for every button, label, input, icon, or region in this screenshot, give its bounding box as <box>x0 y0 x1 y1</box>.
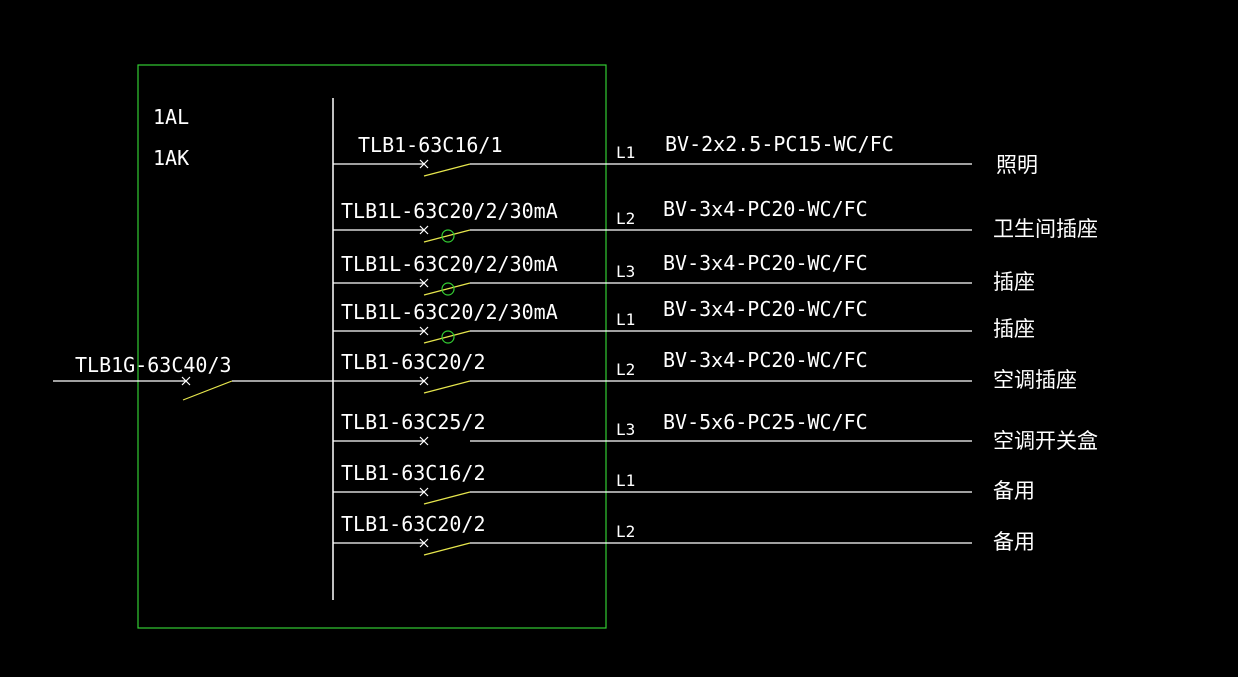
circuit-row: TLB1L-63C20/2/30mA L2 BV-3x4-PC20-WC/FC 卫生间… <box>333 197 1098 243</box>
circuit-breaker-label: TLB1-63C16/2 <box>341 461 486 485</box>
breaker-blade <box>423 542 471 556</box>
breaker-contact-mark <box>419 326 429 336</box>
circuit-load-name: 插座 <box>993 317 1035 341</box>
circuit-load-name: 空调开关盒 <box>993 429 1098 453</box>
circuit-phase-label: L1 <box>616 143 635 162</box>
rcd-indicator-icon <box>441 330 455 344</box>
circuit-breaker-label: TLB1-63C16/1 <box>358 133 503 157</box>
main-breaker: TLB1G-63C40/3 <box>53 353 333 401</box>
circuit-phase-label: L3 <box>616 420 635 439</box>
panel-enclosure <box>137 64 607 629</box>
circuit-cable-spec: BV-3x4-PC20-WC/FC <box>663 197 868 221</box>
breaker-contact-mark <box>419 487 429 497</box>
circuit-phase-label: L1 <box>616 310 635 329</box>
circuit-phase-label: L2 <box>616 360 635 379</box>
circuit-phase-label: L2 <box>616 209 635 228</box>
main-breaker-blade <box>182 380 233 401</box>
breaker-blade <box>423 330 471 344</box>
circuit-cable-spec: BV-3x4-PC20-WC/FC <box>663 297 868 321</box>
circuit-row: TLB1L-63C20/2/30mA L1 BV-3x4-PC20-WC/FC 插座 <box>333 297 1035 344</box>
circuit-row: TLB1L-63C20/2/30mA L3 BV-3x4-PC20-WC/FC 插座 <box>333 251 1035 296</box>
circuit-cable-spec: BV-3x4-PC20-WC/FC <box>663 348 868 372</box>
circuit-phase-label: L1 <box>616 471 635 490</box>
panel-name-label: 1AL <box>153 105 189 129</box>
circuit-breaker-label: TLB1-63C20/2 <box>341 512 486 536</box>
circuit-breaker-label: TLB1L-63C20/2/30mA <box>341 252 558 276</box>
breaker-blade <box>423 491 471 505</box>
breaker-contact-mark <box>419 538 429 548</box>
circuit-load-name: 备用 <box>993 479 1035 503</box>
circuit-breaker-label: TLB1L-63C20/2/30mA <box>341 300 558 324</box>
main-breaker-contact-mark <box>181 376 191 386</box>
circuit-row: TLB1-63C25/2 L3 BV-5x6-PC25-WC/FC 空调开关盒 <box>333 410 1098 453</box>
circuit-breaker-label: TLB1L-63C20/2/30mA <box>341 199 558 223</box>
breaker-contact-mark <box>419 278 429 288</box>
circuit-cable-spec: BV-5x6-PC25-WC/FC <box>663 410 868 434</box>
rcd-indicator-icon <box>441 282 455 296</box>
circuit-row: TLB1-63C16/2 L1 备用 <box>333 461 1035 505</box>
circuit-row: TLB1-63C16/1 L1 BV-2x2.5-PC15-WC/FC 照明 <box>333 132 1038 177</box>
breaker-blade <box>423 229 471 243</box>
circuit-breaker-label: TLB1-63C20/2 <box>341 350 486 374</box>
circuit-load-name: 备用 <box>993 530 1035 554</box>
breaker-blade <box>423 163 471 177</box>
breaker-blade <box>423 282 471 296</box>
breaker-contact-mark <box>419 436 429 446</box>
main-breaker-label: TLB1G-63C40/3 <box>75 353 232 377</box>
circuit-load-name: 空调插座 <box>993 368 1077 392</box>
panel-subname-label: 1AK <box>153 146 189 170</box>
circuit-cable-spec: BV-2x2.5-PC15-WC/FC <box>665 132 894 156</box>
circuit-load-name: 照明 <box>996 153 1038 177</box>
circuit-breaker-label: TLB1-63C25/2 <box>341 410 486 434</box>
breaker-blade <box>423 380 471 394</box>
rcd-indicator-icon <box>441 229 455 243</box>
breaker-contact-mark <box>419 376 429 386</box>
circuit-cable-spec: BV-3x4-PC20-WC/FC <box>663 251 868 275</box>
breaker-contact-mark <box>419 159 429 169</box>
circuit-row: TLB1-63C20/2 L2 BV-3x4-PC20-WC/FC 空调插座 <box>333 348 1077 394</box>
circuit-load-name: 插座 <box>993 270 1035 294</box>
circuit-load-name: 卫生间插座 <box>993 217 1098 241</box>
breaker-contact-mark <box>419 225 429 235</box>
circuit-row: TLB1-63C20/2 L2 备用 <box>333 512 1035 556</box>
circuit-phase-label: L2 <box>616 522 635 541</box>
circuit-phase-label: L3 <box>616 262 635 281</box>
